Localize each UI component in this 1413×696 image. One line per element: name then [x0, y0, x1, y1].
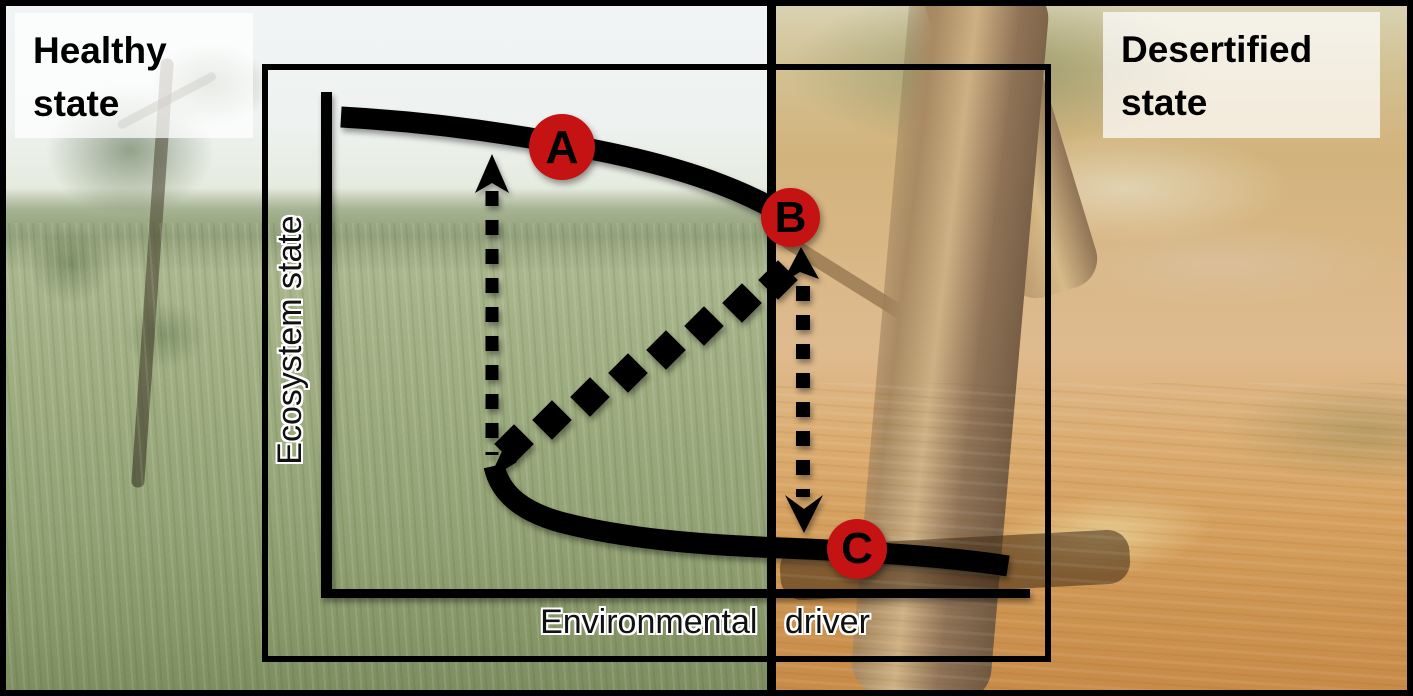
plot-frame [262, 64, 1051, 662]
state-divider-line [767, 0, 776, 696]
point-marker-c: C [827, 519, 887, 579]
point-marker-b: B [761, 188, 820, 247]
point-marker-a: A [529, 114, 595, 180]
point-label-a: A [545, 121, 579, 173]
y-axis-label: Ecosystem state [271, 215, 309, 465]
desertified-photo [772, 0, 1413, 696]
healthy-state-label: Healthy state [15, 13, 253, 138]
point-label-c: C [841, 524, 873, 573]
x-axis-label: Environmental driver [540, 603, 870, 641]
point-label-b: B [774, 192, 807, 242]
desertified-state-label: Desertified state [1103, 12, 1380, 138]
